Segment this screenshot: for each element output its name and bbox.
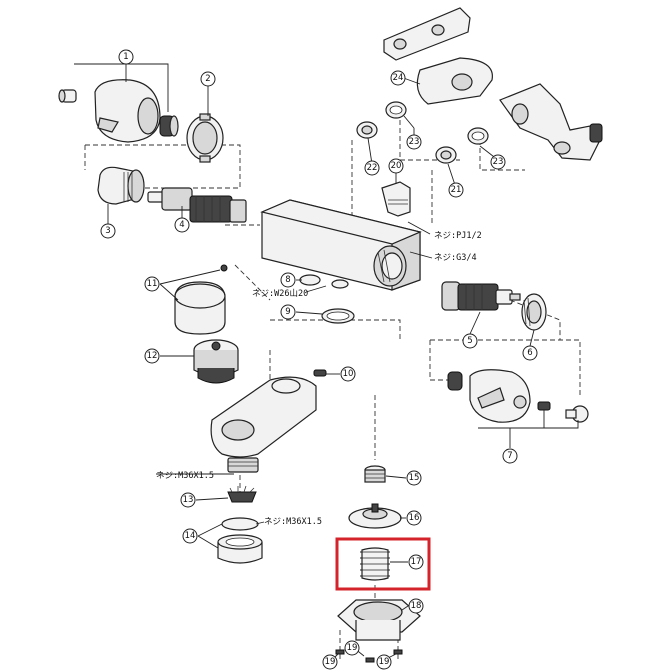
part-11-cap: [174, 264, 228, 335]
svg-text:2: 2: [205, 74, 210, 84]
part-12-valve: [193, 339, 239, 384]
callout-12: 12: [144, 348, 160, 364]
part-1-handle: [58, 79, 179, 143]
part-9-oring: [321, 308, 355, 324]
callout-24: 24: [390, 70, 406, 86]
callout-14: 14: [182, 528, 198, 544]
part-18-base: [337, 599, 421, 641]
svg-text:3: 3: [105, 226, 110, 236]
part-7-handle: [447, 369, 589, 423]
svg-text:19: 19: [379, 657, 390, 667]
callout-3: 3: [100, 223, 116, 239]
callout-4: 4: [174, 217, 190, 233]
svg-text:1: 1: [123, 52, 128, 62]
svg-text:17: 17: [411, 557, 422, 567]
callout-5: 5: [462, 333, 478, 349]
right-elbow-arm: [499, 83, 603, 161]
part-16-diaphragm: [348, 503, 402, 529]
part-17-spring: [360, 547, 390, 581]
callout-2: 2: [200, 71, 216, 87]
callout-19a: 19: [322, 654, 338, 670]
svg-text:7: 7: [507, 451, 512, 461]
svg-text:20: 20: [391, 161, 402, 171]
svg-text:5: 5: [467, 336, 472, 346]
callout-9: 9: [280, 304, 296, 320]
main-valve-body: [260, 199, 422, 291]
svg-text:24: 24: [393, 73, 404, 83]
svg-text:18: 18: [411, 601, 422, 611]
svg-text:10: 10: [343, 369, 354, 379]
part-14-nut: [217, 517, 263, 564]
spout-body: [210, 376, 317, 473]
svg-text:21: 21: [451, 185, 462, 195]
callout-1: 1: [118, 49, 134, 65]
part-10-screw: [313, 369, 327, 377]
note-g34: ネジ:G3/4: [434, 253, 477, 263]
callout-17: 17: [408, 554, 424, 570]
highlight-box-part-17: [335, 537, 431, 591]
part-20-elbow: [381, 181, 411, 217]
svg-text:6: 6: [527, 348, 532, 358]
callout-8: 8: [280, 272, 296, 288]
note-m36-spout: ネジ:M36X1.5: [156, 471, 214, 481]
part-21-plug: [435, 146, 457, 164]
part-6-nut: [521, 293, 547, 331]
note-m36-nut: ネジ:M36X1.5: [264, 517, 322, 527]
svg-text:19: 19: [325, 657, 336, 667]
callout-7: 7: [502, 448, 518, 464]
callout-13: 13: [180, 492, 196, 508]
svg-text:12: 12: [147, 351, 158, 361]
svg-text:16: 16: [409, 513, 420, 523]
svg-text:19: 19: [347, 643, 358, 653]
callout-10: 10: [340, 366, 356, 382]
thread-notes: ネジ:PJ1/2 ネジ:G3/4 ネジ:W26山20 ネジ:M36X1.5 ネジ…: [156, 231, 482, 527]
svg-text:14: 14: [185, 531, 196, 541]
callout-20: 20: [388, 158, 404, 174]
callout-11: 11: [144, 276, 160, 292]
callout-23b: 23: [490, 154, 506, 170]
callout-16: 16: [406, 510, 422, 526]
svg-text:8: 8: [285, 275, 290, 285]
callout-6: 6: [522, 345, 538, 361]
callout-21: 21: [448, 182, 464, 198]
svg-text:13: 13: [183, 495, 194, 505]
svg-text:11: 11: [147, 279, 158, 289]
callout-19c: 19: [376, 654, 392, 670]
svg-text:23: 23: [409, 137, 420, 147]
svg-text:23: 23: [493, 157, 504, 167]
callout-22: 22: [364, 160, 380, 176]
note-pj12: ネジ:PJ1/2: [434, 231, 482, 241]
callout-15: 15: [406, 470, 422, 486]
part-22-plug: [356, 121, 378, 139]
svg-text:22: 22: [367, 163, 378, 173]
part-5-cartridge: [441, 281, 521, 311]
part-3-cap: [97, 166, 145, 205]
part-13-aerator: [227, 485, 257, 503]
callout-18: 18: [408, 598, 424, 614]
callouts: 1 2 3 4 11 12 8 9 10 5 6 7 13 14 15 16 1…: [100, 49, 538, 670]
part-2-ring: [186, 113, 224, 163]
part-23-washers: [385, 101, 489, 145]
part-8-oring: [299, 274, 349, 289]
part-19-screws: [335, 649, 403, 663]
svg-text:4: 4: [179, 220, 184, 230]
part-15-fitting: [364, 465, 386, 483]
callout-19b: 19: [344, 640, 360, 656]
svg-text:9: 9: [285, 307, 290, 317]
part-4-cartridge: [147, 187, 247, 223]
note-w26: ネジ:W26山20: [252, 288, 308, 299]
callout-23a: 23: [406, 134, 422, 150]
svg-text:15: 15: [409, 473, 420, 483]
part-24-bracket: [383, 7, 493, 105]
